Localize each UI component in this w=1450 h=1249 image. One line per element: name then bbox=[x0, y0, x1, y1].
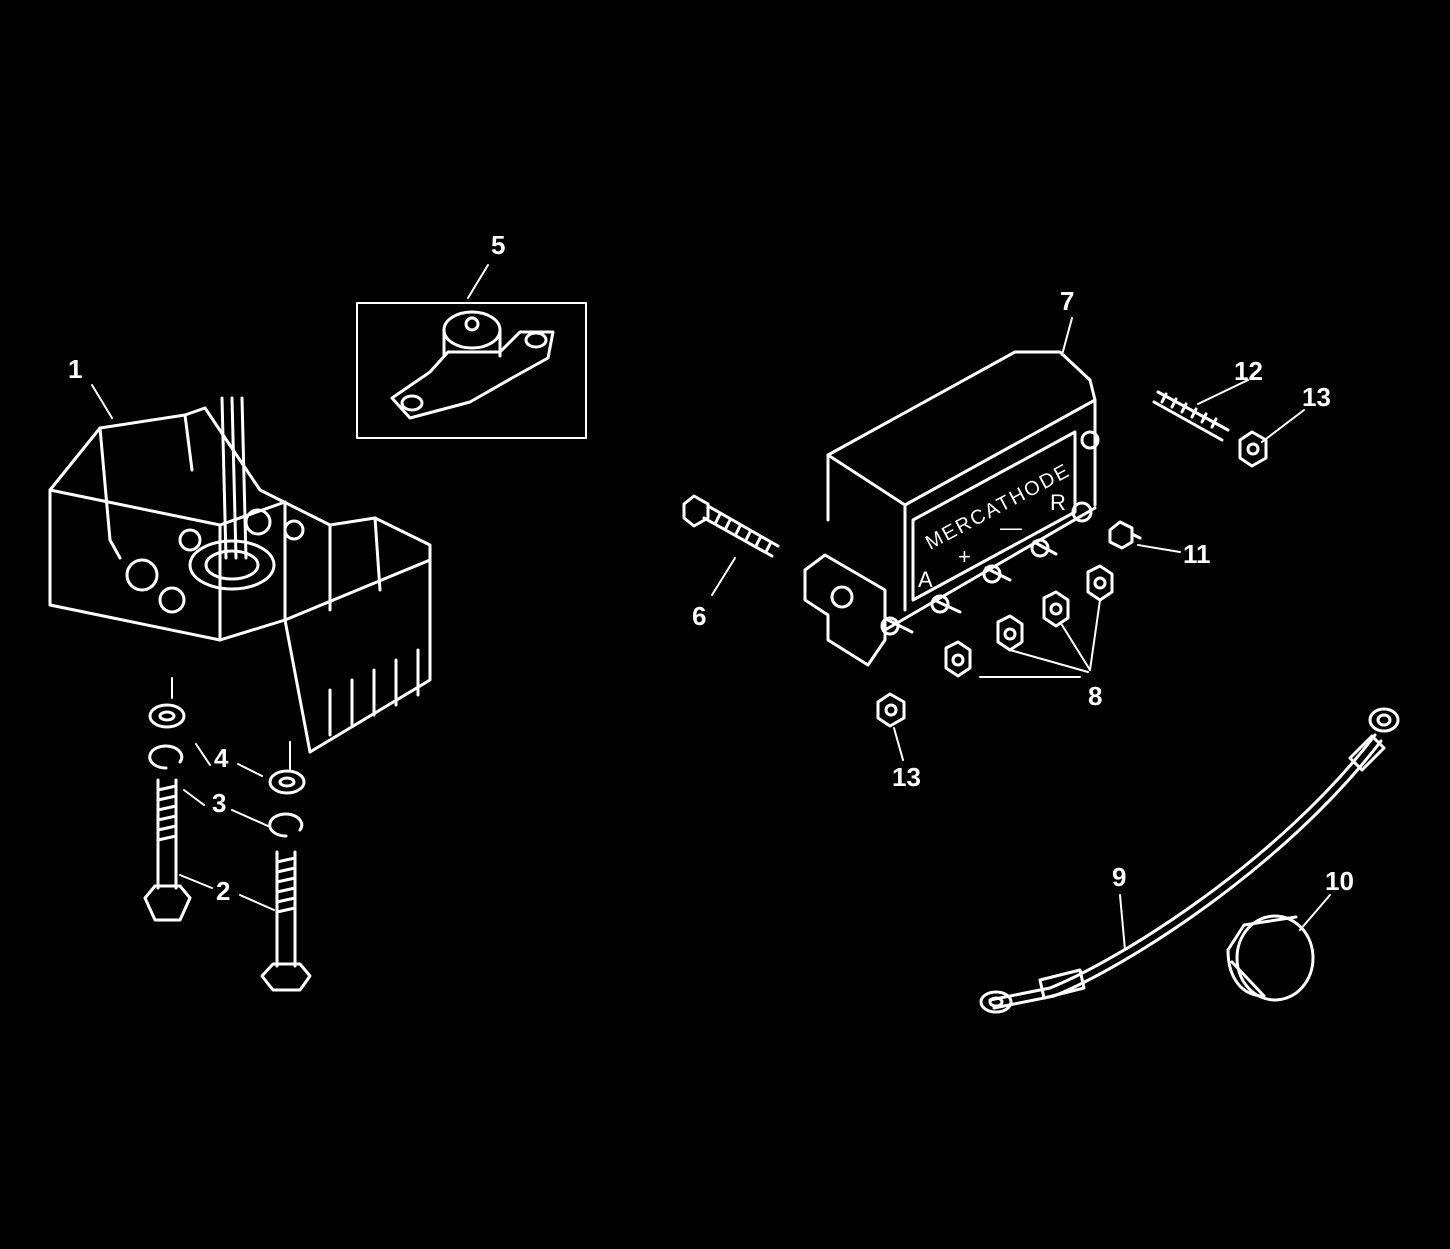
terminal-nut-4 bbox=[1086, 564, 1114, 602]
ground-strap bbox=[979, 707, 1400, 1014]
electrode-inset-frame bbox=[356, 302, 587, 439]
callout-13-upper: 13 bbox=[1302, 382, 1331, 412]
callout-7: 7 bbox=[1060, 286, 1074, 316]
callout-6: 6 bbox=[692, 601, 706, 631]
terminal-nut-3 bbox=[1042, 590, 1070, 628]
flat-washer-right bbox=[268, 769, 306, 795]
callout-10: 10 bbox=[1325, 866, 1354, 896]
callout-11: 11 bbox=[1183, 539, 1211, 569]
terminal-nut-2 bbox=[996, 614, 1024, 652]
heat-sink-bracket bbox=[48, 396, 432, 754]
nut-lower bbox=[876, 692, 906, 728]
bolt-left bbox=[143, 778, 192, 922]
terminal-posts bbox=[880, 538, 1058, 636]
terminal-label-r: R bbox=[1050, 490, 1066, 515]
callout-1: 1 bbox=[68, 354, 82, 384]
callout-5: 5 bbox=[491, 230, 505, 260]
leader-lines bbox=[91, 264, 1331, 951]
small-screw bbox=[1108, 520, 1142, 550]
nut-upper bbox=[1238, 430, 1268, 468]
callout-3: 3 bbox=[212, 788, 226, 818]
terminal-label-a: A bbox=[918, 567, 933, 592]
terminal-label-plus: + bbox=[958, 544, 971, 569]
lock-washer-right bbox=[268, 812, 304, 838]
callout-8: 8 bbox=[1088, 681, 1102, 711]
electrode bbox=[390, 310, 555, 420]
callout-9: 9 bbox=[1112, 862, 1126, 892]
callout-13-lower: 13 bbox=[892, 762, 921, 792]
callout-12: 12 bbox=[1234, 356, 1263, 386]
protective-cap bbox=[1226, 914, 1315, 1002]
threaded-stud bbox=[1152, 390, 1230, 442]
callout-2: 2 bbox=[216, 876, 230, 906]
flat-washer-left bbox=[148, 703, 186, 729]
terminal-nut-1 bbox=[944, 640, 972, 678]
lock-washer-left bbox=[148, 744, 184, 770]
long-bolt bbox=[682, 494, 780, 558]
callout-4: 4 bbox=[214, 743, 229, 773]
terminal-label-minus: — bbox=[1000, 515, 1022, 540]
bolt-right bbox=[260, 850, 312, 992]
